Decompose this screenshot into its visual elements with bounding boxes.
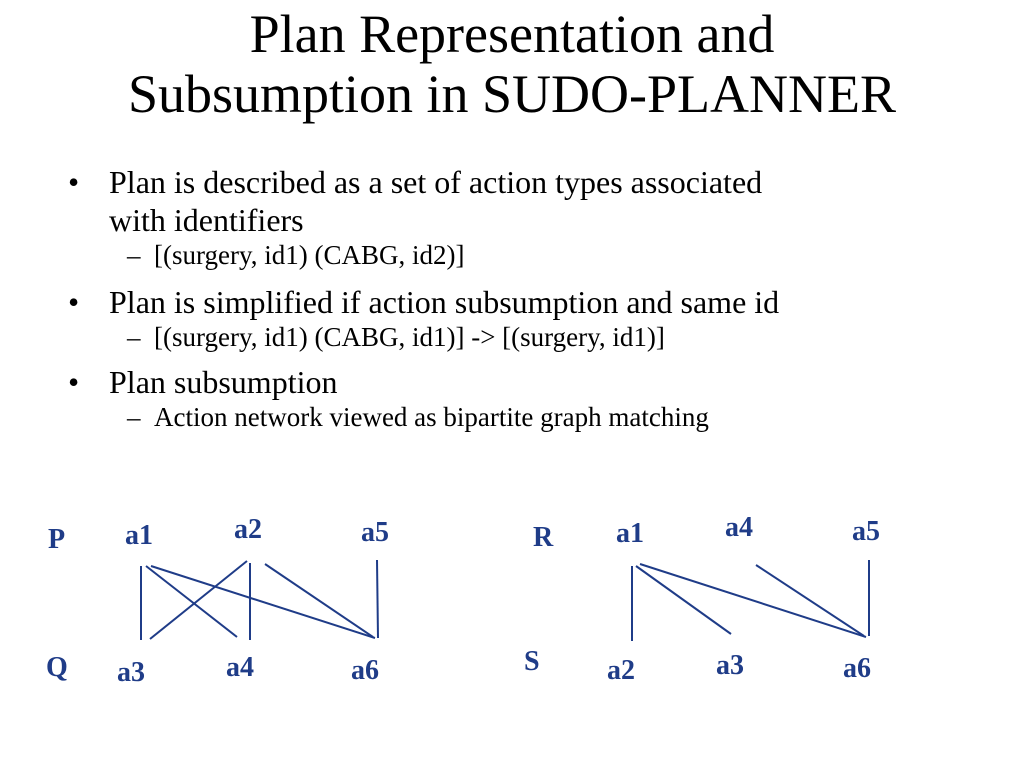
bullet-1-text-cont: with identifiers [109, 202, 304, 238]
edge-a2-a3 [149, 560, 248, 640]
edge-a1-a6 [150, 565, 376, 639]
edge-a1-a4 [145, 565, 238, 638]
node-a5: a5 [852, 516, 880, 547]
bullet-list: • Plan is described as a set of action t… [68, 163, 968, 433]
bullet-3-text: Plan subsumption [109, 364, 338, 400]
dash-marker: – [127, 402, 141, 432]
sub-bullet-2: – [(surgery, id1) (CABG, id1)] -> [(surg… [68, 321, 968, 353]
title-line-2: Subsumption in SUDO-PLANNER [127, 64, 897, 124]
slide-title: Plan Representation and Subsumption in S… [0, 4, 1024, 124]
set-label-p: P [48, 524, 66, 555]
node-a3: a3 [117, 657, 145, 688]
bullet-marker: • [68, 364, 80, 400]
node-a4: a4 [725, 512, 753, 543]
bullet-marker: • [68, 284, 80, 320]
bullet-2: • Plan is simplified if action subsumpti… [68, 283, 968, 321]
edge-a2-a6 [264, 563, 374, 638]
node-a2: a2 [234, 514, 262, 545]
node-a4: a4 [226, 652, 254, 683]
bullet-3: • Plan subsumption [68, 363, 968, 401]
sub-bullet-3-text: Action network viewed as bipartite graph… [154, 402, 709, 432]
edge-a5-a6 [376, 559, 379, 639]
set-label-s: S [524, 646, 540, 677]
edge-a4-a6 [755, 564, 865, 637]
node-a5: a5 [361, 517, 389, 548]
bullet-1-text: Plan is described as a set of action typ… [109, 164, 763, 200]
sub-bullet-3: – Action network viewed as bipartite gra… [68, 401, 968, 433]
sub-bullet-1-text: [(surgery, id1) (CABG, id2)] [154, 240, 465, 270]
edge-a1-a3 [635, 565, 732, 635]
node-a2: a2 [607, 655, 635, 686]
node-a1: a1 [125, 520, 153, 551]
node-a6: a6 [843, 653, 871, 684]
set-label-q: Q [46, 652, 68, 683]
set-label-r: R [533, 522, 554, 553]
node-a3: a3 [716, 650, 744, 681]
bullet-2-text: Plan is simplified if action subsumption… [109, 284, 780, 320]
title-line-1: Plan Representation and [249, 4, 775, 64]
bullet-1: • Plan is described as a set of action t… [68, 163, 968, 239]
bullet-marker: • [68, 164, 80, 200]
sub-bullet-2-text: [(surgery, id1) (CABG, id1)] -> [(surger… [154, 322, 665, 352]
dash-marker: – [127, 240, 141, 270]
node-a6: a6 [351, 655, 379, 686]
edge-a1-a6 [639, 563, 867, 638]
sub-bullet-1: – [(surgery, id1) (CABG, id2)] [68, 239, 968, 271]
dash-marker: – [127, 322, 141, 352]
node-a1: a1 [616, 518, 644, 549]
